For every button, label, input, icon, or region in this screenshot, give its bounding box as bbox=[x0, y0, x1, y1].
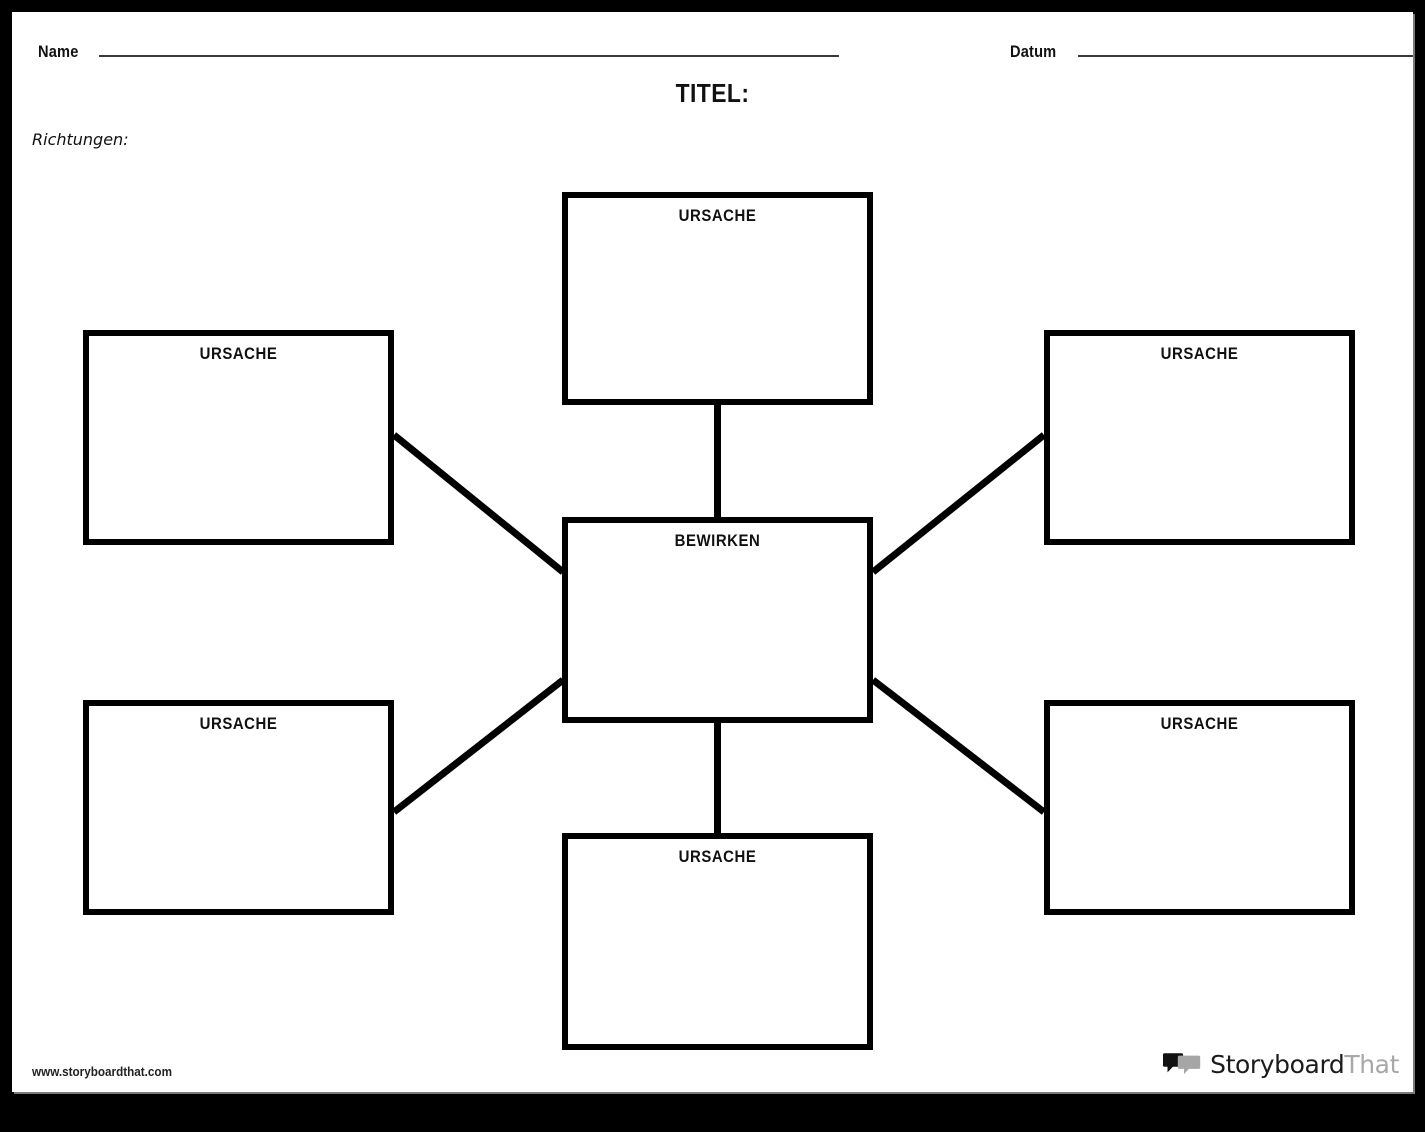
date-write-in-line[interactable] bbox=[1077, 55, 1413, 57]
effect-box-center[interactable]: BEWIRKEN bbox=[562, 517, 873, 723]
cause-box-top-label: URSACHE bbox=[678, 206, 757, 225]
name-write-in-line[interactable] bbox=[99, 55, 840, 57]
directions-label: Richtungen: bbox=[32, 130, 129, 149]
effect-box-label: BEWIRKEN bbox=[674, 531, 761, 550]
cause-box-bottom-label: URSACHE bbox=[678, 847, 757, 866]
connector-left-bottom bbox=[391, 677, 566, 815]
cause-box-bottom[interactable]: URSACHE bbox=[562, 833, 873, 1050]
page-title: TITEL: bbox=[675, 78, 750, 108]
cause-box-right-top-label: URSACHE bbox=[1160, 344, 1239, 363]
date-field-row[interactable]: Datum bbox=[1010, 42, 1413, 62]
cause-box-right-bottom[interactable]: URSACHE bbox=[1044, 700, 1355, 915]
cause-box-left-bottom-label: URSACHE bbox=[199, 714, 278, 733]
connector-lines bbox=[391, 405, 1047, 833]
cause-box-right-top[interactable]: URSACHE bbox=[1044, 330, 1355, 545]
worksheet-page: Name Datum TITEL: Richtungen: bbox=[12, 12, 1413, 1092]
connector-right-bottom bbox=[870, 677, 1047, 815]
brand-wordmark: StoryboardThat bbox=[1210, 1050, 1399, 1079]
speech-bubbles-icon bbox=[1163, 1052, 1201, 1074]
brand-word-that: That bbox=[1344, 1050, 1399, 1079]
cause-box-left-top-label: URSACHE bbox=[199, 344, 278, 363]
connector-right-top bbox=[870, 432, 1047, 575]
cause-box-top[interactable]: URSACHE bbox=[562, 192, 873, 405]
cause-and-effect-diagram: URSACHE URSACHE URSACHE BEWIRKEN URSACHE… bbox=[12, 12, 1413, 1092]
date-label: Datum bbox=[1010, 42, 1057, 61]
connector-left-top bbox=[391, 432, 566, 575]
brand-word-storyboard: Storyboard bbox=[1210, 1050, 1345, 1079]
storyboardthat-logo[interactable]: StoryboardThat bbox=[1163, 1050, 1399, 1079]
name-label: Name bbox=[38, 42, 79, 61]
cause-box-left-top[interactable]: URSACHE bbox=[83, 330, 394, 545]
name-field-row[interactable]: Name bbox=[38, 42, 840, 62]
cause-box-right-bottom-label: URSACHE bbox=[1160, 714, 1239, 733]
cause-box-left-bottom[interactable]: URSACHE bbox=[83, 700, 394, 915]
footer-website-url[interactable]: www.storyboardthat.com bbox=[32, 1064, 172, 1079]
